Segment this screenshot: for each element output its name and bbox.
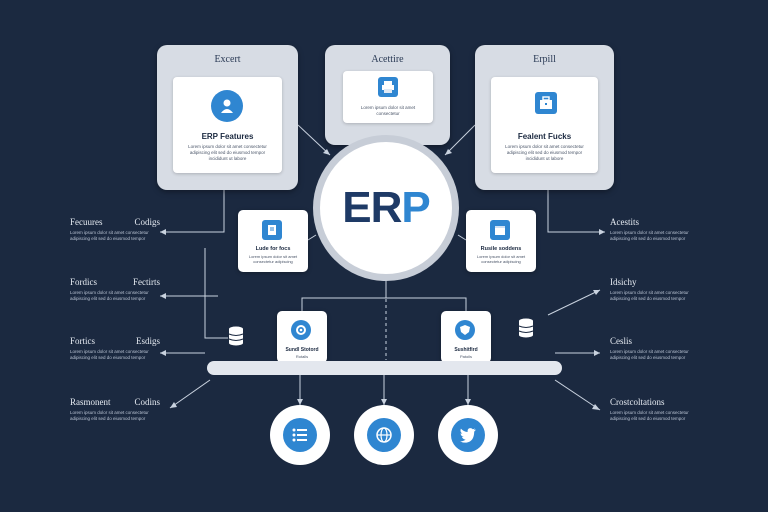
left-item-3: Fortics Esdigs Lorem ipsum dolor sit amet… <box>70 336 160 361</box>
side-title-a: Fordics <box>70 277 97 287</box>
inner-description: Lorem ipsum dolor sit amet consectetur a… <box>188 144 267 161</box>
bottom-node-list <box>270 405 330 465</box>
bus-card-left: Sundl Stotord Rotalls <box>277 311 327 363</box>
side-title-a: Rasmonent <box>70 397 111 407</box>
briefcase-icon <box>535 92 557 114</box>
shield-icon <box>455 320 475 340</box>
top-card-acettire: Acettire Lorem ipsum dolor sit amet cons… <box>325 45 450 145</box>
card-inner-panel: Fealent Fucks Lorem ipsum dolor sit amet… <box>491 77 598 173</box>
card-inner-panel: ERP Features Lorem ipsum dolor sit amet … <box>173 77 282 173</box>
erp-hub-inner: ERP <box>320 142 452 274</box>
list-icon <box>283 418 317 452</box>
calendar-icon <box>490 220 510 240</box>
side-item-title: Idsichy <box>610 277 637 287</box>
user-icon <box>211 90 243 122</box>
side-item-title: Fortics Esdigs <box>70 336 160 346</box>
database-icon <box>518 318 534 338</box>
side-item-desc: Lorem ipsum dolor sit amet consectetur a… <box>70 349 149 360</box>
erp-logo-part-b: P <box>401 183 430 232</box>
right-item-3: Ceslis Lorem ipsum dolor sit amet consec… <box>610 336 702 361</box>
integration-bus <box>207 361 562 375</box>
side-item-desc: Lorem ipsum dolor sit amet consectetur a… <box>70 410 149 421</box>
left-item-2: Fordics Fectirts Lorem ipsum dolor sit am… <box>70 277 160 302</box>
side-item-desc: Lorem ipsum dolor sit amet consectetur a… <box>610 349 689 360</box>
inner-title: Fealent Fucks <box>517 132 572 141</box>
bottom-node-twitter <box>438 405 498 465</box>
card-title: Acettire <box>371 54 404 65</box>
mid-card-title: Rusile soddens <box>480 246 522 252</box>
side-title-b: Codins <box>134 397 160 407</box>
side-title-b: Codigs <box>134 217 160 227</box>
mid-card-desc: Lorem ipsum dolor sit amet consectetur a… <box>476 254 526 264</box>
mid-card-title: Lude for focs <box>255 246 291 252</box>
bus-card-right: Sushitfird Patoils <box>441 311 491 363</box>
top-card-excert: Excert ERP Features Lorem ipsum dolor si… <box>157 45 298 190</box>
side-item-desc: Lorem ipsum dolor sit amet consectetur a… <box>610 410 689 421</box>
inner-description: Lorem ipsum dolor sit amet consectetur <box>360 105 416 116</box>
gear-icon <box>291 320 311 340</box>
erp-logo-part-a: ER <box>342 183 402 232</box>
side-item-title: Fecuures Codigs <box>70 217 160 227</box>
side-item-desc: Lorem ipsum dolor sit amet consectetur a… <box>70 290 149 301</box>
side-item-desc: Lorem ipsum dolor sit amet consectetur a… <box>610 290 689 301</box>
twitter-bird-icon <box>451 418 485 452</box>
side-title-a: Fortics <box>70 336 96 346</box>
erp-logo-text: ERP <box>342 183 430 233</box>
card-title: Excert <box>214 54 241 65</box>
right-item-4: Crostcoltations Lorem ipsum dolor sit am… <box>610 397 702 422</box>
left-item-1: Fecuures Codigs Lorem ipsum dolor sit ame… <box>70 217 160 242</box>
bus-card-title: Sushitfird <box>454 347 478 353</box>
mid-card-left: Lude for focs Lorem ipsum dolor sit amet… <box>238 210 308 272</box>
document-icon <box>262 220 282 240</box>
side-title-a: Fecuures <box>70 217 103 227</box>
side-item-desc: Lorem ipsum dolor sit amet consectetur a… <box>610 230 689 241</box>
side-item-title: Rasmonent Codins <box>70 397 160 407</box>
card-title: Erpill <box>533 54 556 65</box>
side-title-b: Fectirts <box>133 277 160 287</box>
left-item-4: Rasmonent Codins Lorem ipsum dolor sit am… <box>70 397 160 422</box>
side-item-title: Acestits <box>610 217 639 227</box>
side-item-title: Ceslis <box>610 336 633 346</box>
mid-card-right: Rusile soddens Lorem ipsum dolor sit ame… <box>466 210 536 272</box>
inner-description: Lorem ipsum dolor sit amet consectetur a… <box>505 144 584 161</box>
side-item-title: Crostcoltations <box>610 397 665 407</box>
right-item-1: Acestits Lorem ipsum dolor sit amet cons… <box>610 217 702 242</box>
database-icon <box>228 326 244 346</box>
side-item-desc: Lorem ipsum dolor sit amet consectetur a… <box>70 230 149 241</box>
right-item-2: Idsichy Lorem ipsum dolor sit amet conse… <box>610 277 702 302</box>
erp-hub: ERP <box>313 135 459 281</box>
top-card-erpill: Erpill Fealent Fucks Lorem ipsum dolor s… <box>475 45 614 190</box>
globe-icon <box>367 418 401 452</box>
bus-card-desc: Rotalls <box>295 354 309 359</box>
bus-card-desc: Patoils <box>459 354 472 359</box>
card-inner-panel: Lorem ipsum dolor sit amet consectetur <box>343 71 433 123</box>
side-item-title: Fordics Fectirts <box>70 277 160 287</box>
printer-icon <box>378 77 398 97</box>
side-title-b: Esdigs <box>135 336 160 346</box>
bus-card-title: Sundl Stotord <box>285 347 319 353</box>
bottom-node-globe <box>354 405 414 465</box>
mid-card-desc: Lorem ipsum dolor sit amet consectetur a… <box>248 254 298 264</box>
inner-title: ERP Features <box>201 132 254 141</box>
